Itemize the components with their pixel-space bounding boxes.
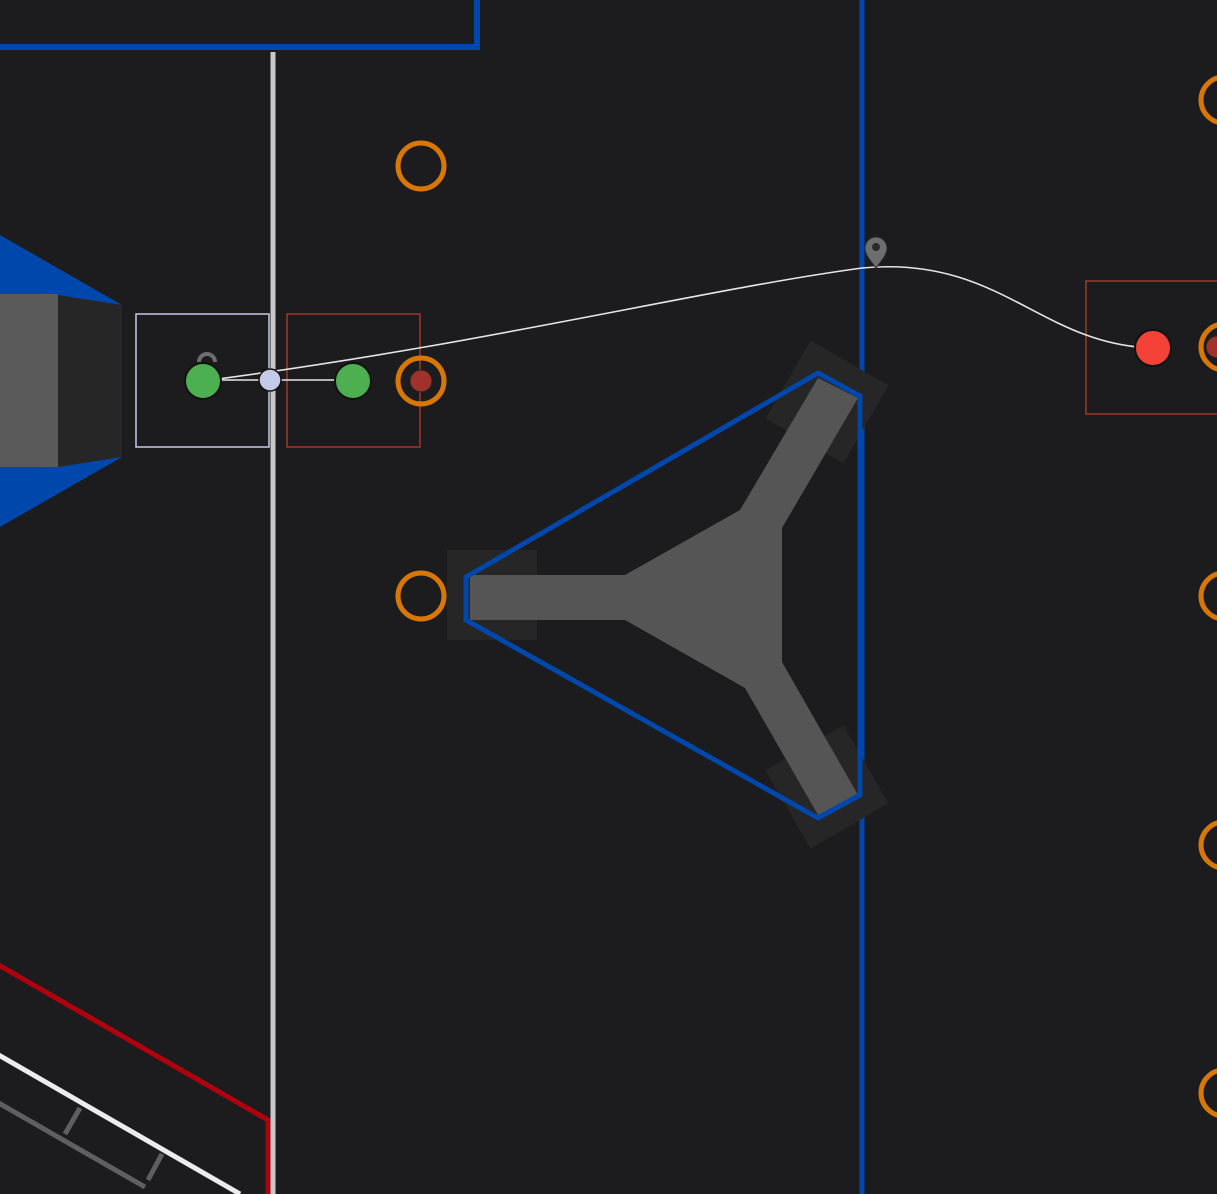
game-piece-ring-targeted[interactable] bbox=[1198, 322, 1217, 372]
next-waypoint[interactable] bbox=[334, 362, 372, 400]
game-piece-ring-targeted[interactable] bbox=[395, 355, 447, 407]
control-point-handle[interactable] bbox=[258, 368, 282, 392]
end-waypoint[interactable] bbox=[1134, 329, 1172, 367]
game-piece-ring[interactable] bbox=[1198, 820, 1217, 870]
target-box bbox=[1085, 280, 1217, 415]
blue-zone-outline bbox=[0, 0, 480, 50]
rotate-handle-icon[interactable] bbox=[197, 352, 217, 363]
targeted-marker bbox=[1205, 335, 1217, 359]
game-piece-ring[interactable] bbox=[1198, 571, 1217, 621]
blue-hub-structure bbox=[0, 235, 122, 527]
game-piece-ring[interactable] bbox=[1198, 75, 1217, 125]
game-piece-rings bbox=[395, 75, 1217, 1118]
game-piece-ring[interactable] bbox=[395, 140, 447, 192]
map-pin-icon[interactable] bbox=[864, 236, 888, 269]
game-piece-ring[interactable] bbox=[395, 570, 447, 622]
autonomous-path[interactable] bbox=[202, 265, 1154, 382]
red-alliance-zone bbox=[0, 962, 271, 1194]
tri-arm-structure bbox=[447, 340, 889, 849]
start-waypoint[interactable] bbox=[184, 362, 222, 400]
targeted-marker bbox=[409, 369, 433, 393]
game-piece-ring[interactable] bbox=[1198, 1068, 1217, 1118]
